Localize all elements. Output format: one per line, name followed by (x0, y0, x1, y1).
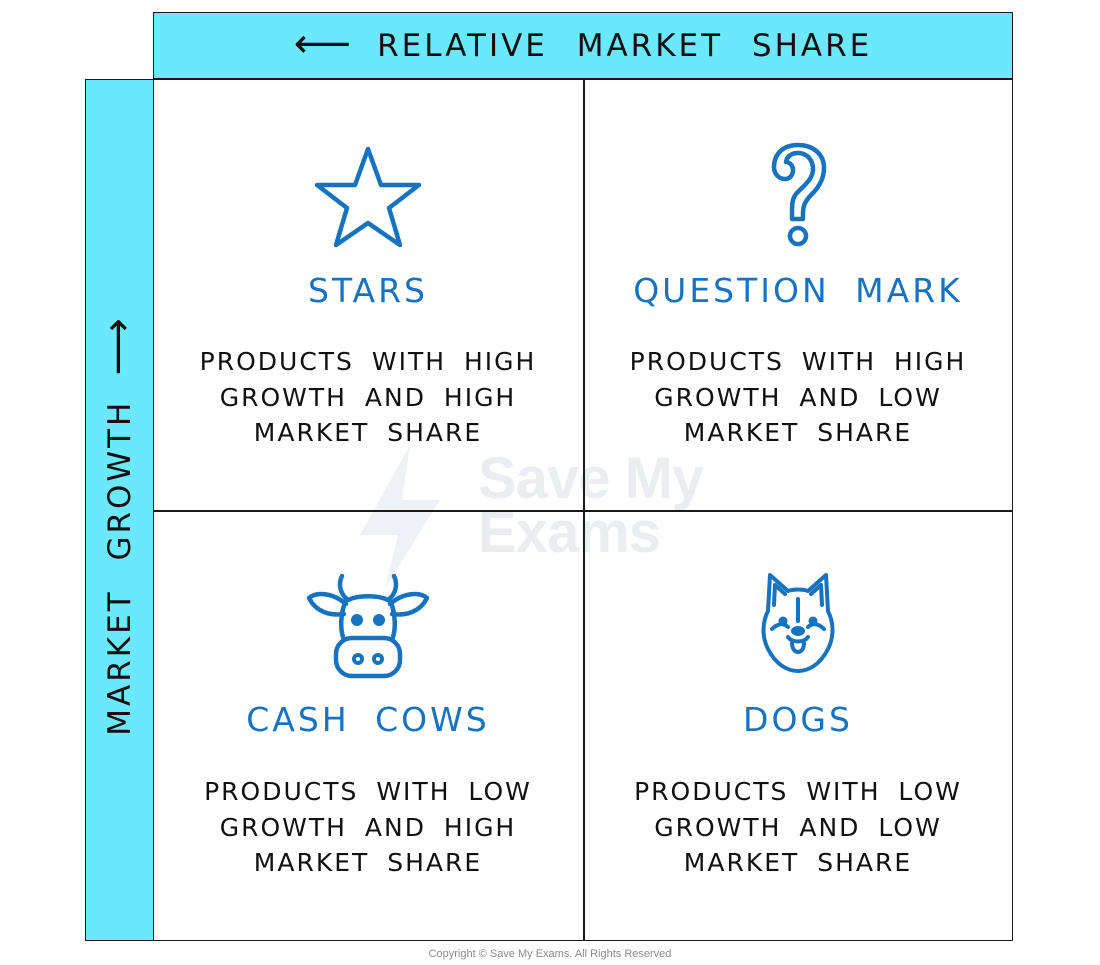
copyright-notice: Copyright © Save My Exams. All Rights Re… (428, 948, 672, 960)
quadrant-description: PRODUCTS WITH LOW GROWTH AND LOW MARKET … (623, 774, 973, 881)
star-icon (314, 146, 422, 248)
description-line: GROWTH AND LOW (654, 812, 942, 842)
description-line: GROWTH AND HIGH (219, 812, 517, 842)
x-axis-label: RELATIVE MARKET SHARE (377, 27, 873, 64)
quadrant-dogs: DOGS PRODUCTS WITH LOW GROWTH AND LOW MA… (583, 510, 1013, 941)
question-mark-icon (771, 142, 827, 247)
description-line: MARKET SHARE (683, 848, 913, 877)
up-arrow-icon: ⟶ (94, 318, 141, 376)
quadrant-title: DOGS (743, 700, 853, 739)
quadrant-title: STARS (308, 271, 428, 310)
horizontal-divider (153, 510, 1013, 512)
x-axis-bar: ⟵ RELATIVE MARKET SHARE (153, 12, 1013, 79)
quadrant-cash-cows: CASH COWS PRODUCTS WITH LOW GROWTH AND H… (153, 510, 583, 941)
y-axis-bar: MARKET GROWTH ⟶ (85, 79, 154, 941)
description-line: PRODUCTS WITH LOW (204, 777, 532, 806)
description-line: MARKET SHARE (253, 418, 483, 447)
quadrant-description: PRODUCTS WITH HIGH GROWTH AND HIGH MARKE… (193, 344, 543, 451)
description-line: GROWTH AND LOW (654, 382, 942, 412)
y-axis-label: MARKET GROWTH (101, 399, 138, 736)
dog-icon (761, 573, 835, 673)
description-line: PRODUCTS WITH HIGH (199, 347, 537, 376)
quadrant-title: CASH COWS (246, 700, 490, 739)
left-arrow-icon: ⟵ (293, 20, 352, 67)
description-line: PRODUCTS WITH LOW (634, 777, 962, 806)
cow-icon (306, 573, 430, 679)
description-line: GROWTH AND HIGH (219, 382, 517, 412)
quadrant-stars: STARS PRODUCTS WITH HIGH GROWTH AND HIGH… (153, 79, 583, 510)
quadrant-description: PRODUCTS WITH HIGH GROWTH AND LOW MARKET… (623, 344, 973, 451)
description-line: MARKET SHARE (683, 418, 913, 447)
quadrant-description: PRODUCTS WITH LOW GROWTH AND HIGH MARKET… (193, 774, 543, 881)
watermark-logo-icon (360, 445, 440, 588)
description-line: MARKET SHARE (253, 848, 483, 877)
quadrant-question-mark: QUESTION MARK PRODUCTS WITH HIGH GROWTH … (583, 79, 1013, 510)
quadrant-title: QUESTION MARK (633, 271, 963, 310)
description-line: PRODUCTS WITH HIGH (629, 347, 967, 376)
